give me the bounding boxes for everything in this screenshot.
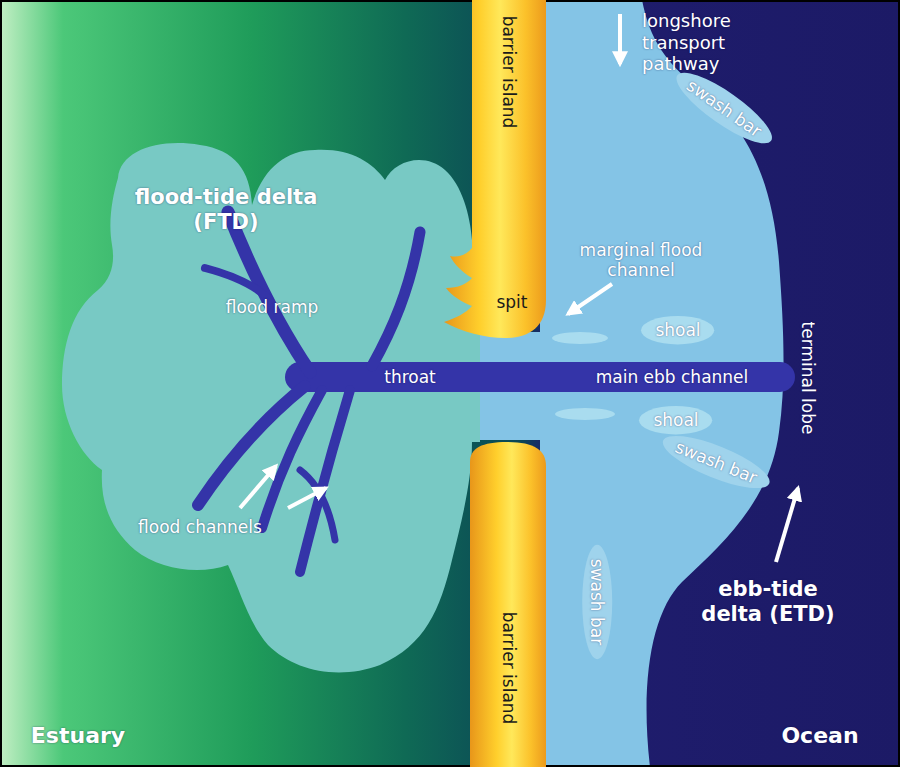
channel-label: flood channels: [138, 517, 262, 537]
process-label: longshore transport pathway: [642, 10, 754, 75]
part-label: terminal lobe: [798, 322, 818, 435]
shoal-shape: [555, 408, 615, 420]
barrier-island: barrier island spit: [440, 0, 547, 340]
flood-tide-delta: [62, 143, 480, 672]
swash-bar: swash bar: [668, 62, 780, 154]
shoal-label: shoal: [653, 410, 698, 430]
channel-label: main ebb channel: [596, 367, 749, 387]
channel-label: marginal flood channel: [571, 240, 711, 281]
part-label: flood ramp: [226, 297, 318, 317]
channel-label: throat: [384, 367, 436, 387]
shoal-label: shoal: [655, 320, 700, 340]
delta-label: ebb-tide delta (ETD): [688, 577, 848, 627]
swash-bar-label: swash bar: [683, 75, 765, 141]
delta-label: flood-tide delta (FTD): [131, 185, 321, 235]
shoal: shoal: [641, 316, 714, 344]
region-label: Estuary: [31, 723, 125, 749]
spit-label: spit: [496, 292, 527, 312]
island-label: barrier island: [499, 612, 519, 725]
region-label: Ocean: [781, 723, 858, 749]
island-label: barrier island: [499, 16, 519, 129]
shoal: shoal: [639, 406, 712, 434]
shoal-shape: [552, 332, 608, 344]
swash-bar: swash bar: [582, 545, 612, 659]
swash-bar-label: swash bar: [587, 559, 607, 645]
barrier-island: barrier island: [470, 442, 547, 767]
island-shape: [440, 0, 547, 340]
swash-bar: swash bar: [657, 426, 775, 499]
